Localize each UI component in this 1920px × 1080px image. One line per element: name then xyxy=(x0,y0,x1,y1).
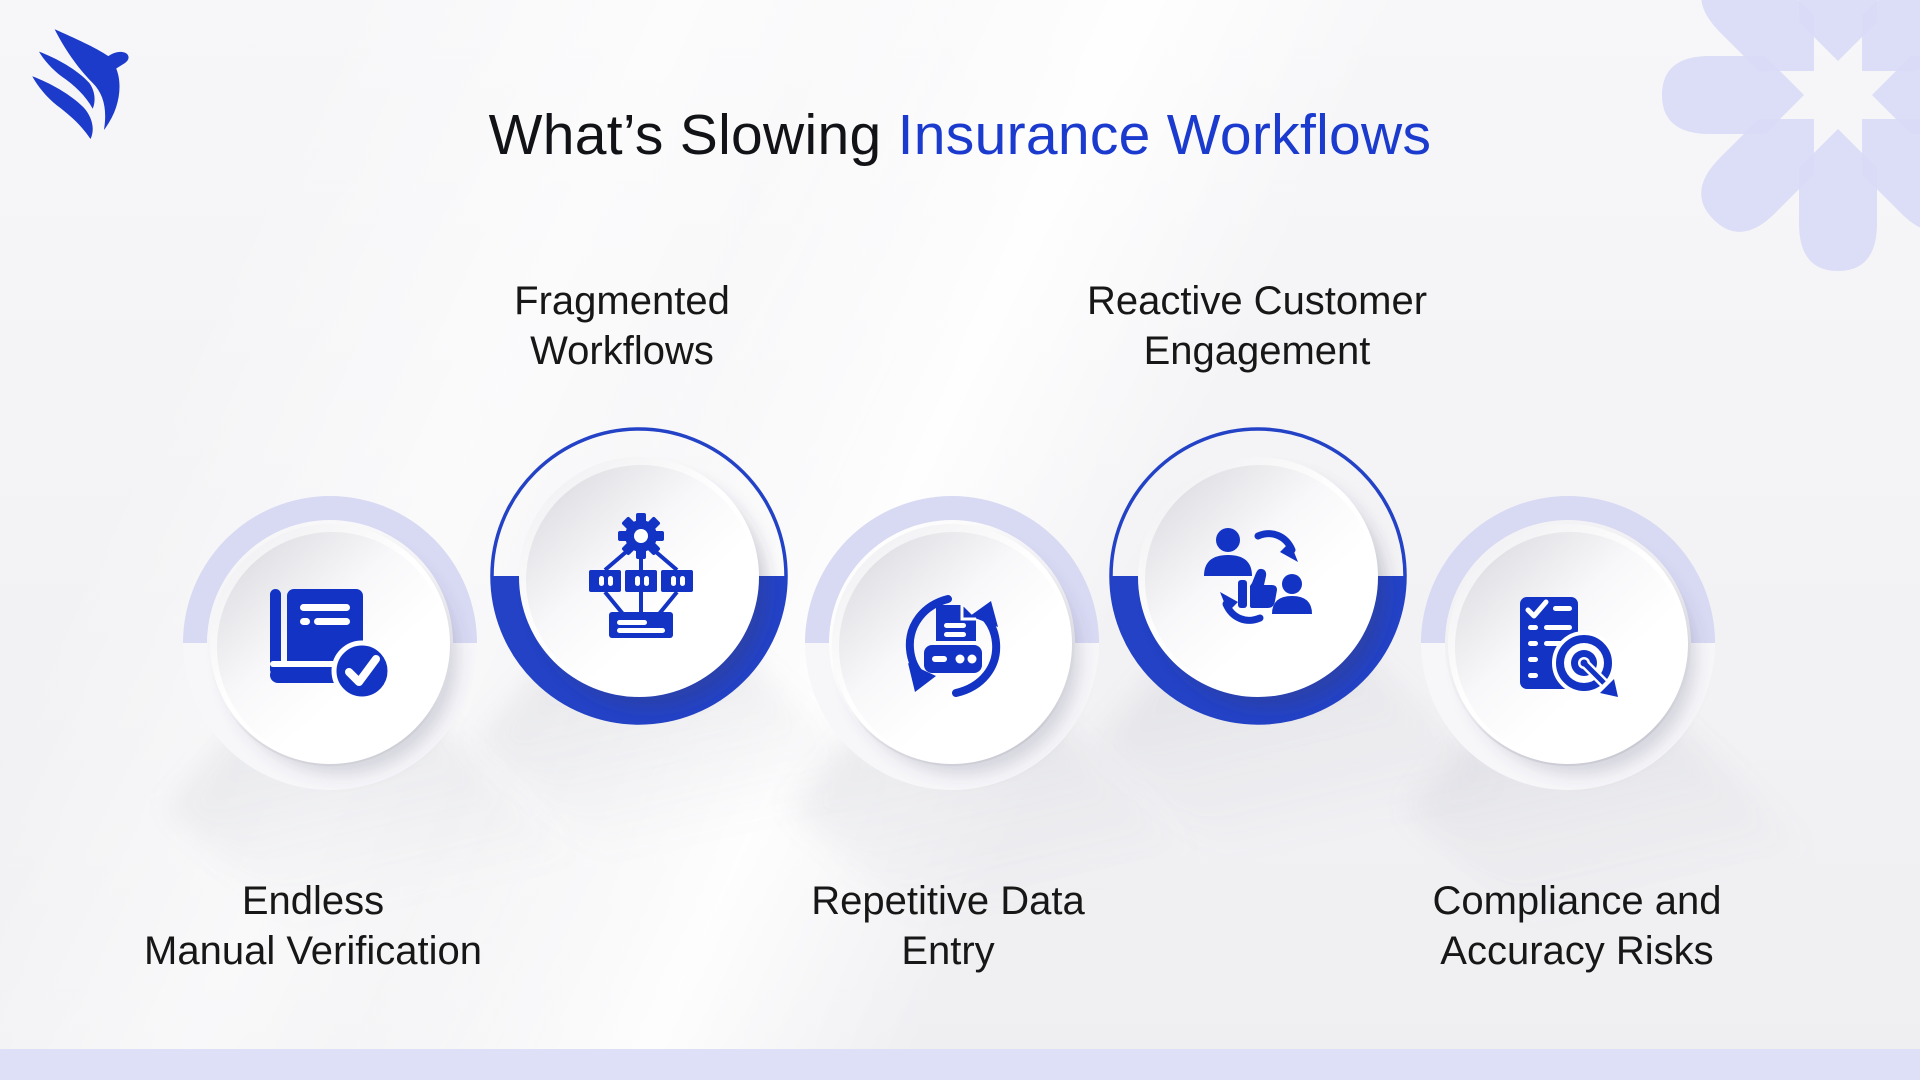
step-label-line2: Manual Verification xyxy=(144,929,482,973)
bottom-bar xyxy=(0,1049,1920,1080)
step-medallion-fragmented-workflows xyxy=(478,426,884,963)
medallion-graphic xyxy=(180,493,480,793)
step-label-line1: Repetitive Data xyxy=(811,879,1085,923)
title-black-part: What’s Slowing xyxy=(488,103,898,167)
step-label-endless-manual-verification: Endless Manual Verification xyxy=(83,876,543,976)
step-label-repetitive-data-entry: Repetitive Data Entry xyxy=(718,876,1178,976)
step-label-reactive-customer-engagement: Reactive Customer Engagement xyxy=(1027,276,1487,376)
medallion-graphic xyxy=(489,426,789,726)
step-label-compliance-accuracy-risks: Compliance and Accuracy Risks xyxy=(1347,876,1807,976)
step-label-line1: Endless xyxy=(241,879,385,923)
medallion-graphic xyxy=(802,493,1102,793)
step-medallion-endless-manual-verification xyxy=(169,493,575,1030)
step-label-line2: Accuracy Risks xyxy=(1440,929,1714,973)
step-medallion-repetitive-data-entry xyxy=(791,493,1197,1030)
step-medallion-compliance-accuracy-risks xyxy=(1407,493,1813,1030)
medallion-graphic xyxy=(1108,426,1408,726)
pinwheel-flower-icon xyxy=(1662,0,1920,271)
step-label-line1: Compliance and xyxy=(1432,879,1722,923)
lavender-ring xyxy=(805,496,1099,790)
step-medallion-reactive-customer-engagement xyxy=(1097,426,1503,963)
step-label-line1: Fragmented xyxy=(514,279,730,323)
medallion-graphic xyxy=(1418,493,1718,793)
page-title: What’s Slowing Insurance Workflows xyxy=(0,102,1920,168)
step-label-line2: Entry xyxy=(901,929,995,973)
title-blue-part: Insurance Workflows xyxy=(897,103,1432,167)
step-label-line1: Reactive Customer xyxy=(1086,279,1428,323)
phoenix-eagle-logo xyxy=(32,29,129,139)
step-label-line2: Engagement xyxy=(1143,329,1371,373)
step-label-line2: Workflows xyxy=(530,329,714,373)
step-label-fragmented-workflows: Fragmented Workflows xyxy=(392,276,852,376)
